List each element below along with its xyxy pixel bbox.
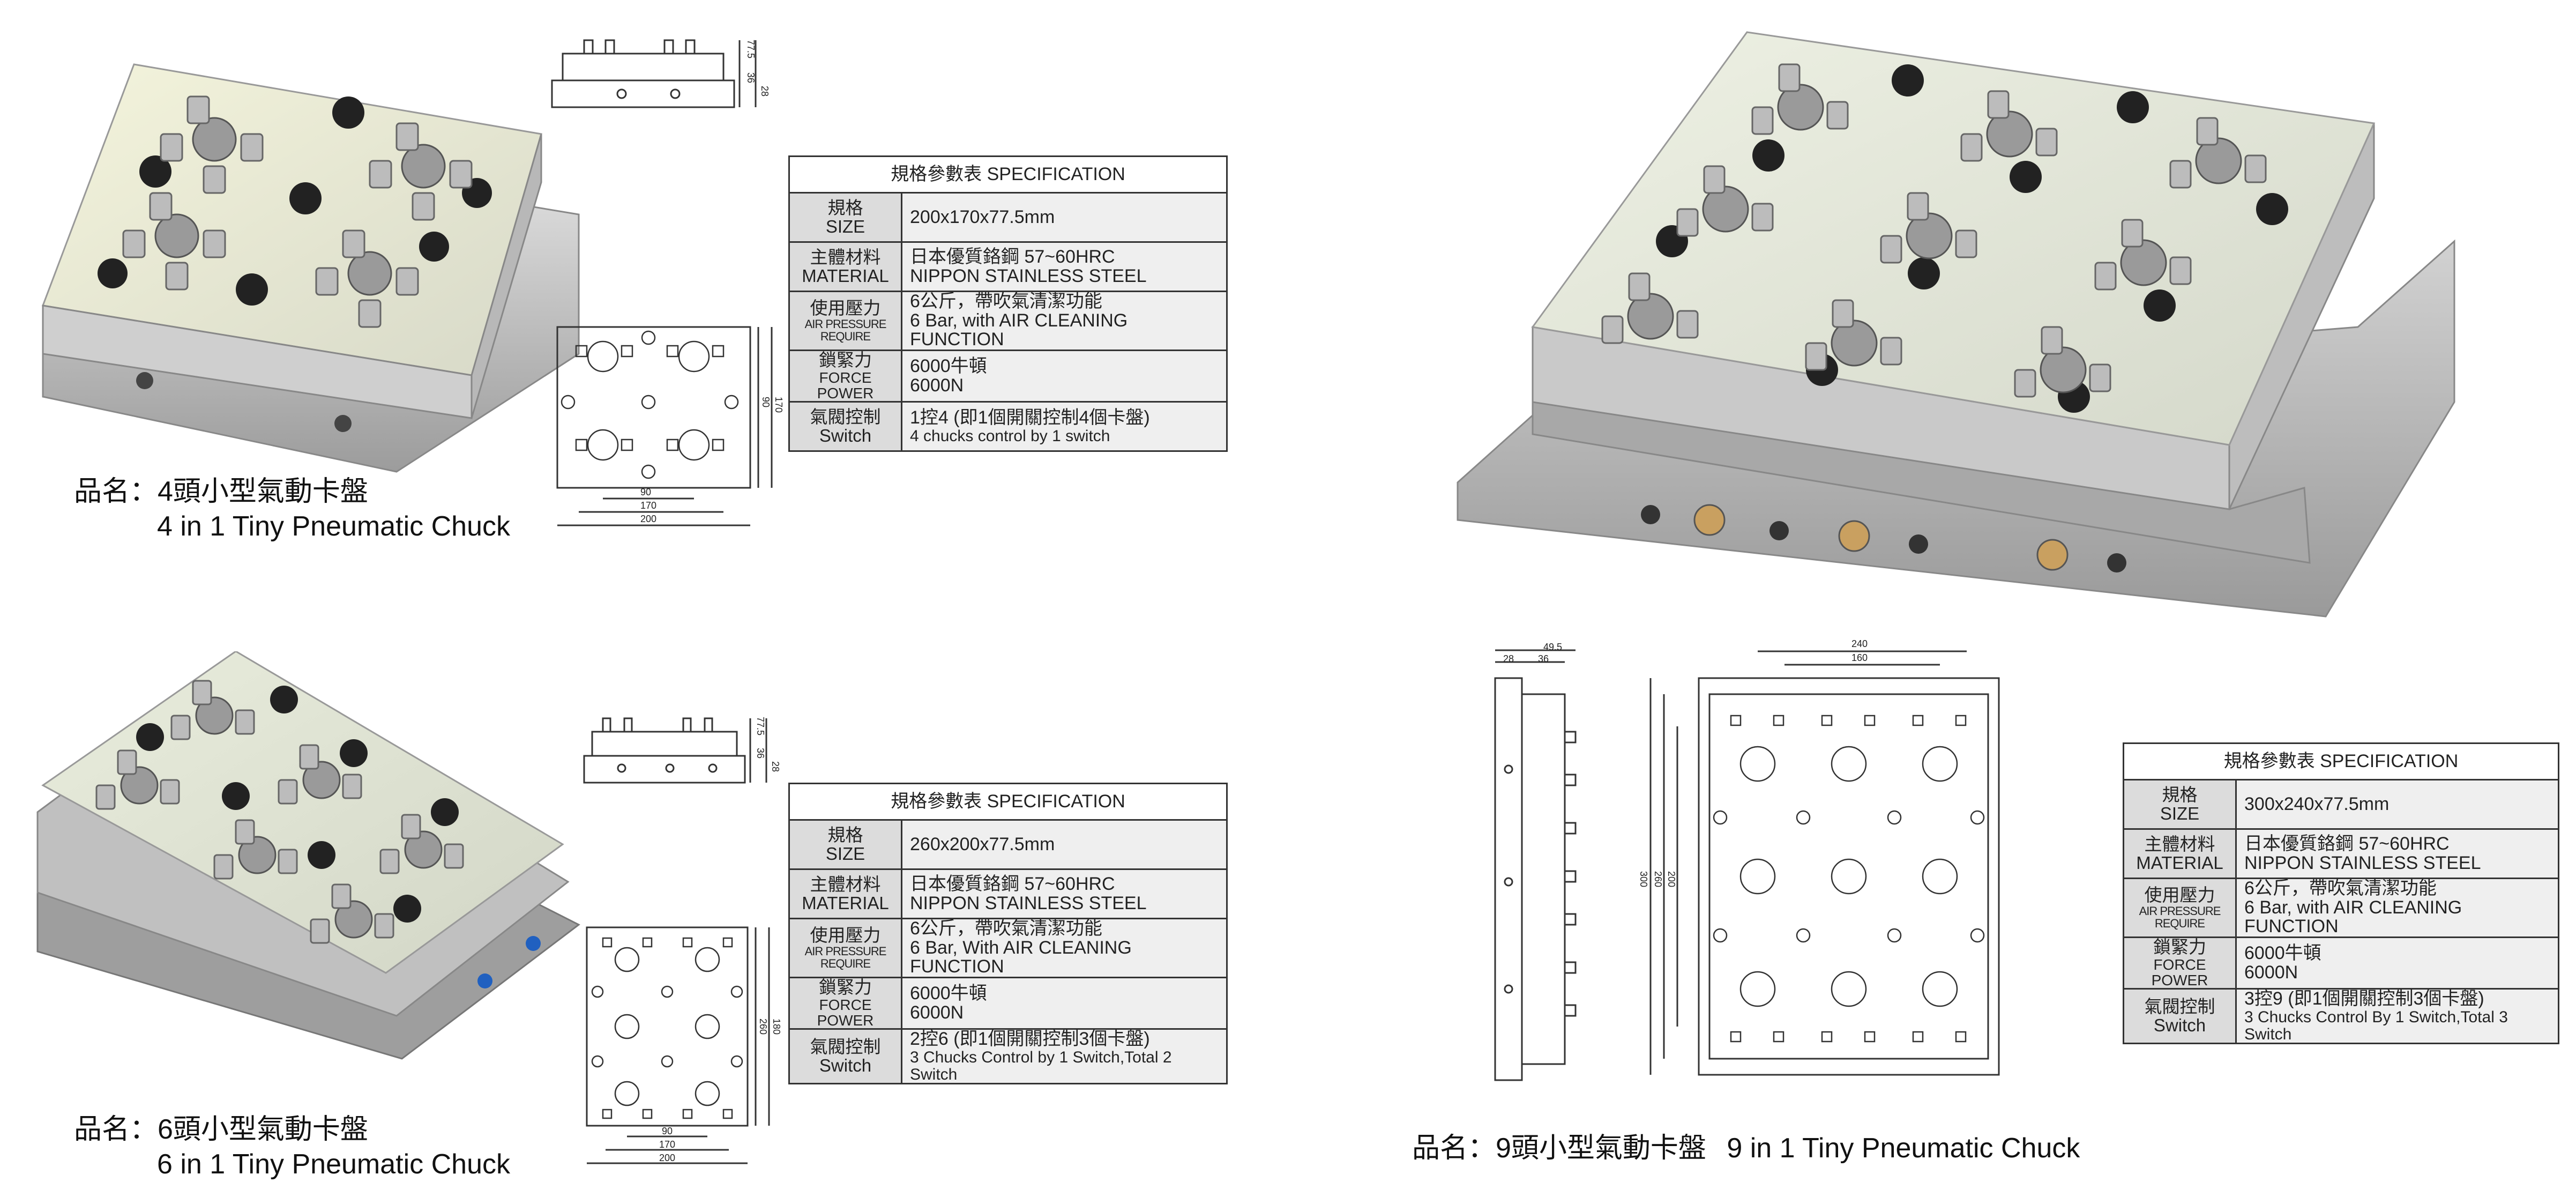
product-4in1-caption: 品名：4頭小型氣動卡盤 4 in 1 Tiny Pneumatic Chuck [74,474,510,544]
spec-header: 規格參數表 SPECIFICATION [788,155,1228,194]
plan-dim-3: 200 [640,514,657,524]
spec-value-switch: 3控9 (即1個開關控制3個卡盤)3 Chucks Control By 1 S… [2235,988,2559,1045]
plan-dim-4: 260 [758,1019,768,1035]
spec-value-size: 200x170x77.5mm [901,192,1228,243]
plan-dim-2: 160 [1851,652,1868,663]
plan-dim-3: 200 [659,1153,676,1163]
product-9in1-plan-drawing: 240 160 300 260 200 [1634,638,2026,1091]
product-4in1-side-drawing: 77.5 36 28 [547,32,772,118]
side-dim-2: 36 [1538,653,1549,664]
spec-value-switch: 2控6 (即1個開關控制3個卡盤)3 Chucks Control by 1 S… [901,1028,1228,1085]
plan-dim-1: 240 [1851,638,1868,649]
spec-header: 規格參數表 SPECIFICATION [2123,742,2559,780]
plan-dim-5: 170 [773,397,784,413]
plan-dim-1: 90 [640,487,652,497]
product-6in1-side-drawing: 77.5 36 28 [579,710,782,791]
side-dim-3: 28 [1503,653,1514,664]
plan-dim-5: 200 [1666,871,1677,888]
plan-dim-2: 170 [640,500,657,511]
side-dim-1: 77.5 [755,717,766,736]
product-name-cn: 品名：9頭小型氣動卡盤 [1412,1133,1706,1164]
product-9in1-render [1447,27,2465,627]
plan-dim-3: 300 [1638,871,1649,888]
side-dim-1: 49.5 [1543,642,1563,652]
product-name-en: 4 in 1 Tiny Pneumatic Chuck [157,511,510,542]
product-9in1-caption: 品名：9頭小型氣動卡盤 9 in 1 Tiny Pneumatic Chuck [1412,1131,2080,1166]
side-dim-2: 36 [745,72,756,84]
product-4in1-render [27,54,584,482]
side-dim-3: 28 [770,761,781,772]
side-dim-1: 77.5 [745,40,756,59]
spec-value-switch: 1控4 (即1個開關控制4個卡盤)4 chucks control by 1 s… [901,401,1228,452]
plan-dim-2: 170 [659,1139,676,1150]
plan-dim-1: 90 [662,1126,673,1136]
product-9in1-side-drawing: 49.5 36 28 [1479,642,1602,1091]
spec-value-size: 260x200x77.5mm [901,819,1228,870]
plan-dim-5: 180 [771,1019,782,1035]
product-6in1-caption: 品名：6頭小型氣動卡盤 6 in 1 Tiny Pneumatic Chuck [74,1112,510,1182]
side-dim-3: 28 [759,86,770,97]
product-4in1-plan-drawing: 90 170 200 90 170 [547,316,784,541]
product-name-en: 9 in 1 Tiny Pneumatic Chuck [1727,1133,2080,1164]
product-name-en: 6 in 1 Tiny Pneumatic Chuck [157,1149,510,1180]
spec-value-size: 300x240x77.5mm [2235,779,2559,830]
product-6in1-plan-drawing: 90 170 200 260 180 [579,922,782,1179]
product-name-cn: 品名：4頭小型氣動卡盤 [74,476,368,507]
side-dim-2: 36 [755,748,766,759]
spec-header: 規格參數表 SPECIFICATION [788,783,1228,821]
plan-dim-4: 90 [760,397,771,408]
product-name-cn: 品名：6頭小型氣動卡盤 [74,1114,368,1145]
product-6in1-render [32,651,584,1064]
plan-dim-4: 260 [1653,871,1663,888]
